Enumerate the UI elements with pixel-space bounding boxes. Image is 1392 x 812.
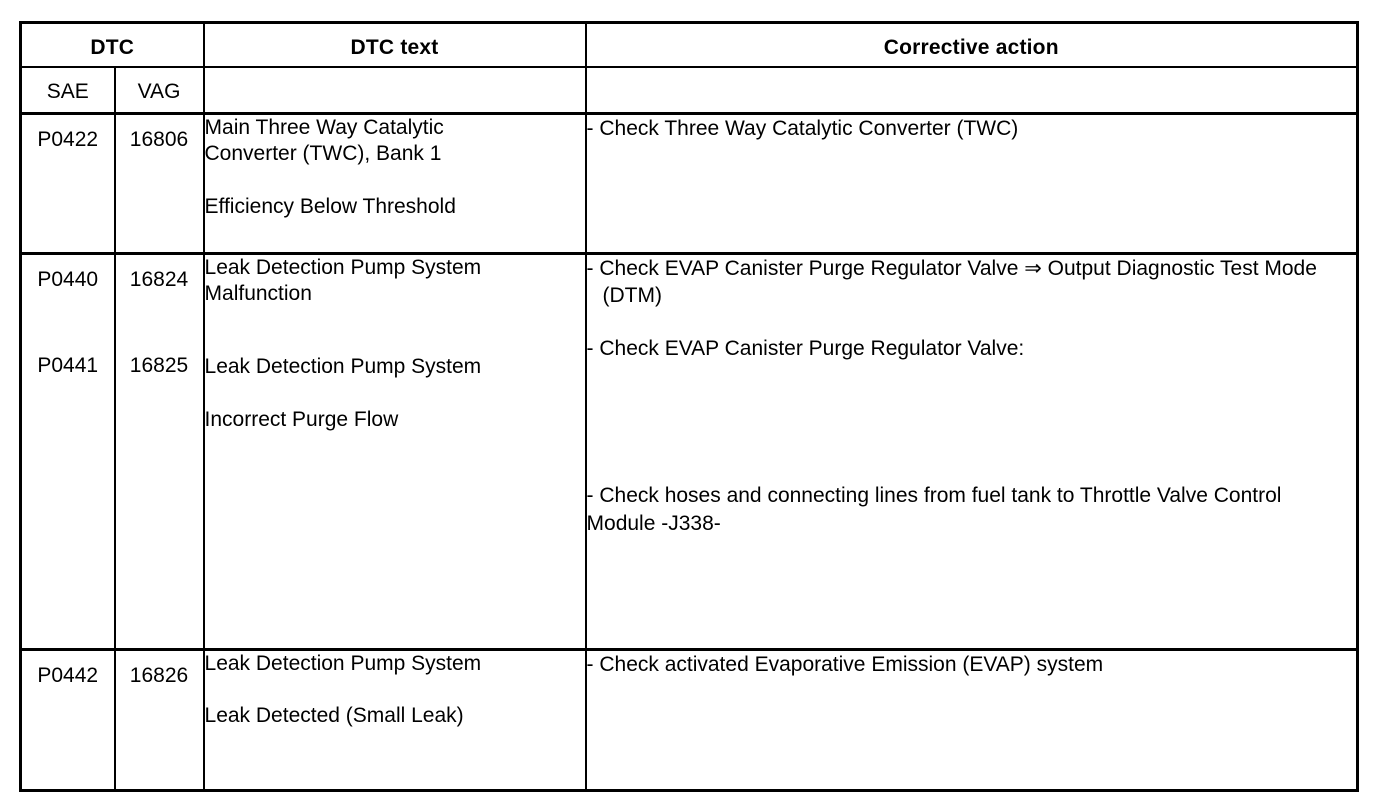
sae-code: P0422 — [37, 127, 99, 151]
header-dtc-group: DTC — [18, 21, 205, 68]
header-dtc-group-label: DTC — [90, 36, 135, 59]
sae-code: P0440 — [37, 267, 99, 291]
header-dtc-text: DTC text — [203, 21, 587, 68]
cell-dtc-text: Leak Detection Pump System Leak Detected… — [203, 649, 587, 792]
header-vag: VAG — [114, 66, 205, 115]
corrective-action-item: - Check EVAP Canister Purge Regulator Va… — [586, 256, 1317, 307]
vag-code: 16826 — [129, 663, 189, 687]
dtc-text-line: Main Three Way Catalytic — [204, 115, 444, 139]
header-vag-label: VAG — [137, 79, 181, 103]
cell-vag-code: 16826 — [114, 649, 205, 792]
header-corrective-action-sub-empty — [585, 66, 1360, 115]
cell-corrective-action: - Check Three Way Catalytic Converter (T… — [585, 113, 1360, 255]
table-row: P0422 16806 Main Three Way Catalytic Con… — [19, 113, 1360, 255]
vag-code: 16824 — [129, 267, 189, 291]
header-sae-label: SAE — [46, 79, 89, 103]
dtc-text-line: Leak Detection Pump System — [204, 355, 482, 379]
dtc-text-line: Incorrect Purge Flow — [204, 408, 399, 432]
header-dtc-text-sub-empty — [203, 66, 587, 115]
cell-corrective-action: - Check activated Evaporative Emission (… — [585, 649, 1360, 792]
cell-dtc-text: Leak Detection Pump System Malfunction L… — [203, 253, 587, 651]
cell-vag-code: 16824 16825 — [114, 253, 205, 651]
paragraph-gap — [205, 308, 585, 354]
dtc-text-line: Leak Detection Pump System — [204, 255, 482, 279]
dtc-text-line: Leak Detected (Small Leak) — [204, 704, 464, 728]
sae-code: P0441 — [37, 353, 99, 377]
dtc-table: DTC DTC text Corrective action SAE VAG — [18, 21, 1360, 792]
cell-dtc-text: Main Three Way Catalytic Converter (TWC)… — [203, 113, 587, 255]
cell-sae-code: P0442 — [19, 649, 116, 792]
cell-vag-code: 16806 — [114, 113, 205, 255]
dtc-text-line: Malfunction — [204, 282, 312, 306]
cell-sae-code: P0422 — [19, 113, 116, 255]
header-corrective-action: Corrective action — [585, 21, 1360, 68]
cell-sae-code: P0440 P0441 — [19, 253, 116, 651]
paragraph-gap — [205, 168, 585, 194]
dtc-text-line: Efficiency Below Threshold — [204, 195, 456, 219]
dtc-text-line: Leak Detection Pump System — [204, 651, 482, 675]
header-corrective-action-label: Corrective action — [883, 36, 1059, 59]
paragraph-gap — [205, 381, 585, 407]
paragraph-gap — [587, 309, 1357, 335]
table-row: P0440 P0441 16824 16825 Leak Detection P… — [19, 253, 1360, 651]
corrective-action-item: - Check activated Evaporative Emission (… — [586, 652, 1104, 676]
paragraph-gap — [587, 362, 1357, 482]
code-gap — [22, 295, 114, 353]
sae-code: P0442 — [37, 663, 99, 687]
vag-code: 16825 — [129, 353, 189, 377]
vag-code: 16806 — [129, 127, 189, 151]
dtc-text-line: Converter (TWC), Bank 1 — [204, 142, 442, 166]
header-sae: SAE — [19, 66, 116, 115]
corrective-action-item: - Check hoses and connecting lines from … — [586, 484, 1282, 535]
table-header-row-sub: SAE VAG — [19, 66, 1360, 115]
table-header-row-group: DTC DTC text Corrective action — [18, 21, 1360, 68]
table-row: P0442 16826 Leak Detection Pump System L… — [19, 649, 1360, 792]
paragraph-gap — [205, 677, 585, 703]
header-dtc-text-label: DTC text — [350, 36, 439, 59]
corrective-action-item: - Check Three Way Catalytic Converter (T… — [586, 116, 1019, 140]
corrective-action-item: - Check EVAP Canister Purge Regulator Va… — [586, 337, 1025, 361]
code-gap — [116, 295, 203, 353]
cell-corrective-action: - Check EVAP Canister Purge Regulator Va… — [585, 253, 1360, 651]
